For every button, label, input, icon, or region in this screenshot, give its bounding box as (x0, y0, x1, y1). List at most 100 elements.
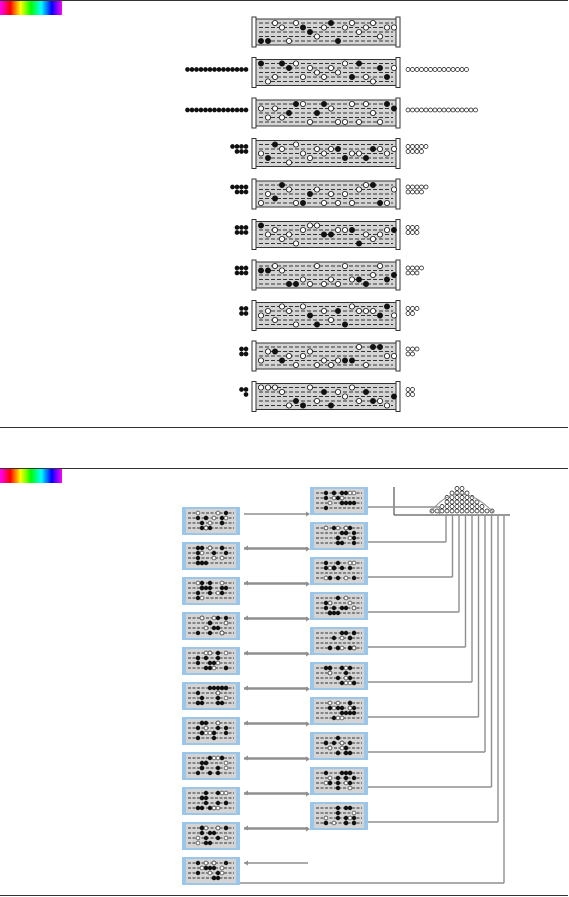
cluster-bead (432, 107, 438, 113)
bead (306, 28, 313, 35)
bead (351, 490, 357, 496)
bead (348, 357, 355, 364)
cluster-bead (441, 107, 447, 113)
bead (335, 610, 341, 616)
bead (383, 276, 390, 283)
cluster-bead (234, 107, 240, 113)
tray-left-cap (251, 219, 257, 250)
bead (219, 865, 225, 871)
bead (207, 830, 213, 836)
bead (323, 665, 329, 671)
bead (306, 190, 313, 197)
left-tray-3 (182, 577, 240, 605)
bead (195, 770, 201, 776)
bead (219, 870, 225, 876)
bead (348, 150, 355, 157)
distribution-bead (464, 499, 470, 505)
cluster-bead (234, 230, 240, 235)
cluster-bead (212, 107, 217, 113)
bead (327, 65, 334, 72)
bead (335, 815, 341, 821)
distribution-bead (474, 508, 480, 514)
bead (341, 393, 348, 400)
bead (211, 805, 217, 811)
distribution-bead (459, 486, 465, 491)
bead (351, 575, 357, 581)
distribution-bead (434, 508, 440, 514)
cluster-bead (194, 67, 199, 72)
cluster-bead (473, 107, 478, 113)
bead (257, 312, 264, 319)
bead (369, 181, 376, 188)
bead (211, 865, 217, 871)
top-panel (0, 0, 568, 428)
bead (199, 830, 205, 836)
bead (223, 800, 229, 806)
bead (203, 835, 209, 841)
bead (211, 830, 217, 836)
cluster-bead (410, 67, 415, 72)
bead (320, 307, 327, 314)
bead (369, 271, 376, 278)
bead (199, 545, 205, 551)
bead (199, 720, 205, 726)
cluster-bead (243, 311, 249, 316)
bead (299, 24, 306, 31)
bead (211, 730, 217, 736)
bead (285, 280, 292, 287)
bead (343, 820, 349, 826)
bead (199, 865, 205, 871)
bead (347, 710, 353, 716)
bead (195, 580, 201, 586)
bead (257, 105, 264, 112)
bead (339, 565, 345, 571)
bead (323, 525, 329, 531)
bead (313, 222, 320, 229)
cluster-bead (225, 67, 231, 72)
bead (347, 780, 353, 786)
bead (292, 101, 299, 108)
bead (343, 675, 349, 681)
bead (390, 65, 397, 72)
bead (334, 280, 341, 287)
bead (271, 141, 278, 148)
forward-arrowhead (306, 686, 310, 692)
left-bead-cluster-4 (230, 144, 249, 154)
bead (320, 74, 327, 81)
left-bead-cluster-7 (234, 265, 249, 276)
bead (203, 650, 209, 656)
cluster-bead (414, 67, 420, 72)
bead (264, 114, 271, 121)
cluster-bead (468, 107, 474, 113)
bead (383, 352, 390, 359)
bead (278, 24, 285, 31)
bead (343, 525, 349, 531)
bead (327, 600, 333, 606)
bead (264, 384, 271, 391)
bead (264, 267, 271, 274)
bead (223, 650, 229, 656)
right-tray-4 (310, 592, 368, 620)
bead (211, 860, 217, 866)
bead (347, 750, 353, 756)
bead (348, 226, 355, 233)
left-tray-11 (182, 857, 240, 885)
bead (347, 805, 353, 811)
right-tray-3 (310, 557, 368, 585)
left-bead-cluster-10 (239, 387, 249, 397)
bead (347, 500, 353, 506)
right-bead-cluster-4 (405, 144, 429, 154)
bead (195, 550, 201, 556)
bead (271, 195, 278, 202)
bead (347, 705, 353, 711)
bead (369, 110, 376, 117)
bead (339, 745, 345, 751)
distribution-bead (449, 504, 455, 509)
bead (331, 490, 337, 496)
cluster-bead (450, 67, 456, 72)
forward-arrowhead (306, 581, 310, 587)
bead (347, 815, 353, 821)
bead (215, 590, 221, 596)
bead (339, 500, 345, 506)
bead (376, 65, 383, 72)
